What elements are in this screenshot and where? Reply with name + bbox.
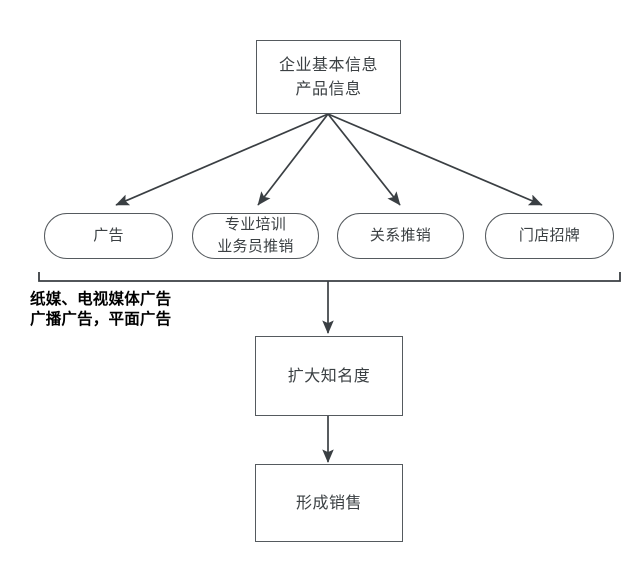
grouping-bracket: [38, 272, 621, 282]
node-source-info: 企业基本信息 产品信息: [256, 40, 401, 114]
node-outcome-sales: 形成销售: [255, 464, 403, 542]
node-channel-advertising: 广告: [44, 213, 173, 259]
arrow-source-to-channel-3: [327, 113, 401, 206]
bracket-annotation-text: 纸媒、电视媒体广告 广播广告，平面广告: [30, 290, 172, 329]
arrow-source-to-channel-1: [115, 113, 329, 206]
arrow-source-to-channel-4: [327, 113, 543, 206]
node-outcome-awareness: 扩大知名度: [255, 336, 403, 416]
node-channel-relationship-sales: 关系推销: [337, 213, 464, 259]
node-channel-store-signage: 门店招牌: [485, 213, 614, 259]
node-channel-training-sales: 专业培训 业务员推销: [192, 213, 319, 259]
arrow-source-to-channel-2: [257, 113, 329, 206]
